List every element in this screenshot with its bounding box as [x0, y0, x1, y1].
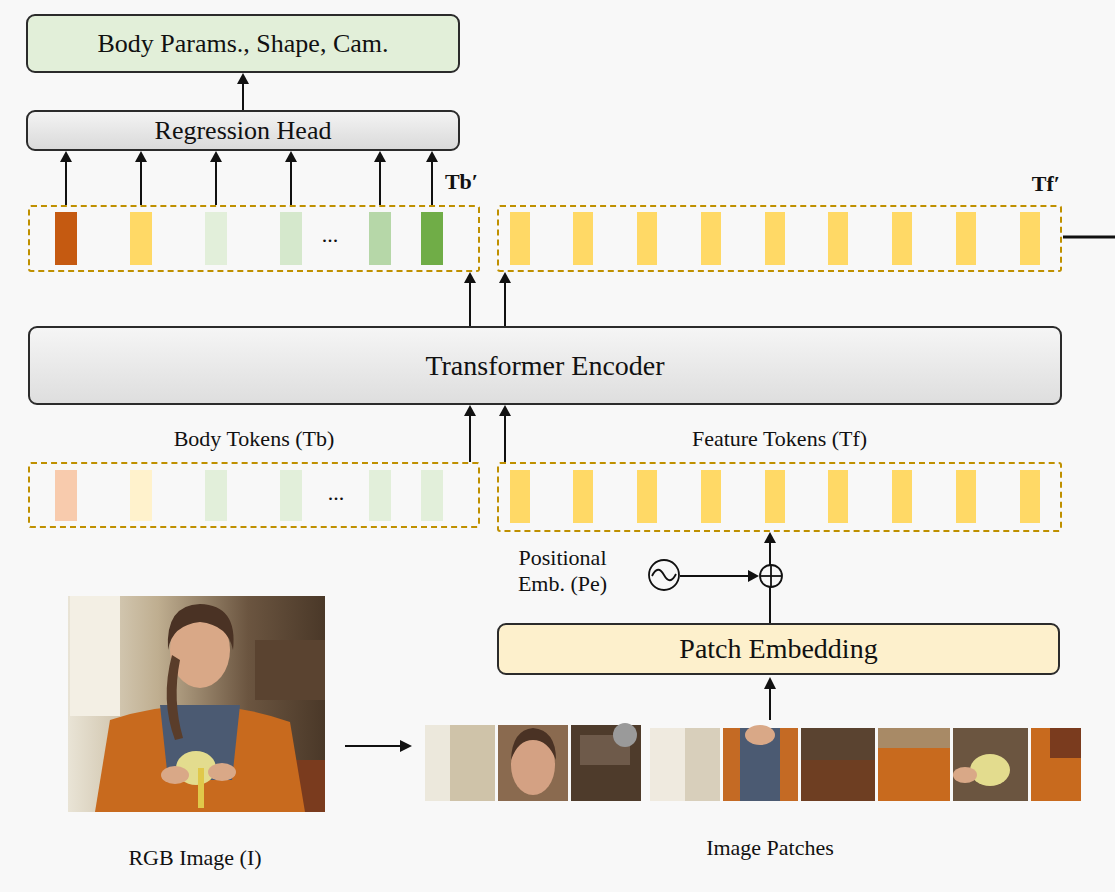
feature-token-group: Feature Tokens (Tf): [497, 462, 1062, 532]
image-caption: RGB Image (I): [80, 845, 310, 871]
label-holder: Positional Emb. (Pe): [500, 545, 625, 597]
label-holder: ...: [316, 480, 356, 506]
input-body-tokens: [55, 470, 443, 521]
ellipsis: ...: [310, 222, 350, 248]
patches-to-embedding-arrow: [764, 677, 776, 720]
connector-arrow: [237, 73, 249, 110]
sine-symbol: [649, 560, 679, 590]
group-heading: Body Tokens (Tb): [30, 426, 478, 452]
label-holder: ...: [310, 222, 350, 248]
positional-embedding-label: Positional Emb. (Pe): [500, 545, 625, 597]
add-symbol: [760, 565, 782, 587]
box-label: Transformer Encoder: [425, 350, 664, 382]
rgb-image: [68, 596, 325, 812]
output-line: [1063, 236, 1115, 239]
transformer-encoder-box: Transformer Encoder: [28, 326, 1062, 405]
patches-caption: Image Patches: [650, 835, 890, 861]
regression-head-box: Regression Head: [26, 110, 460, 151]
image-patches: [425, 723, 1081, 801]
body-token-group: Body Tokens (Tb): [28, 462, 480, 528]
connector-arrow: [499, 272, 511, 326]
patch-embedding-box: Patch Embedding: [497, 623, 1060, 675]
feature-token-output-group: Tf′: [497, 205, 1062, 272]
group-heading: Tf′: [499, 171, 1060, 197]
group-heading: Feature Tokens (Tf): [499, 426, 1060, 452]
output-box: Body Params., Shape, Cam.: [26, 14, 460, 73]
box-label: Body Params., Shape, Cam.: [97, 29, 388, 59]
label-holder: Image Patches: [650, 835, 890, 861]
connector-arrow: [60, 151, 438, 205]
add-arrow: [680, 570, 759, 582]
ellipsis: ...: [316, 480, 356, 506]
box-label: Patch Embedding: [679, 633, 877, 665]
connector-arrow: [464, 272, 476, 326]
label-holder: RGB Image (I): [80, 845, 310, 871]
body-token-output-group: Tb′: [28, 205, 480, 272]
group-heading: Tb′: [30, 169, 478, 195]
output-feature-tokens: [510, 212, 1040, 265]
connector-arrow: [464, 405, 476, 462]
connector-arrow: [499, 405, 511, 462]
image-to-patches-arrow: [345, 740, 412, 752]
input-feature-tokens: [510, 470, 1040, 523]
output-body-tokens: [55, 212, 443, 265]
box-label: Regression Head: [155, 116, 332, 146]
